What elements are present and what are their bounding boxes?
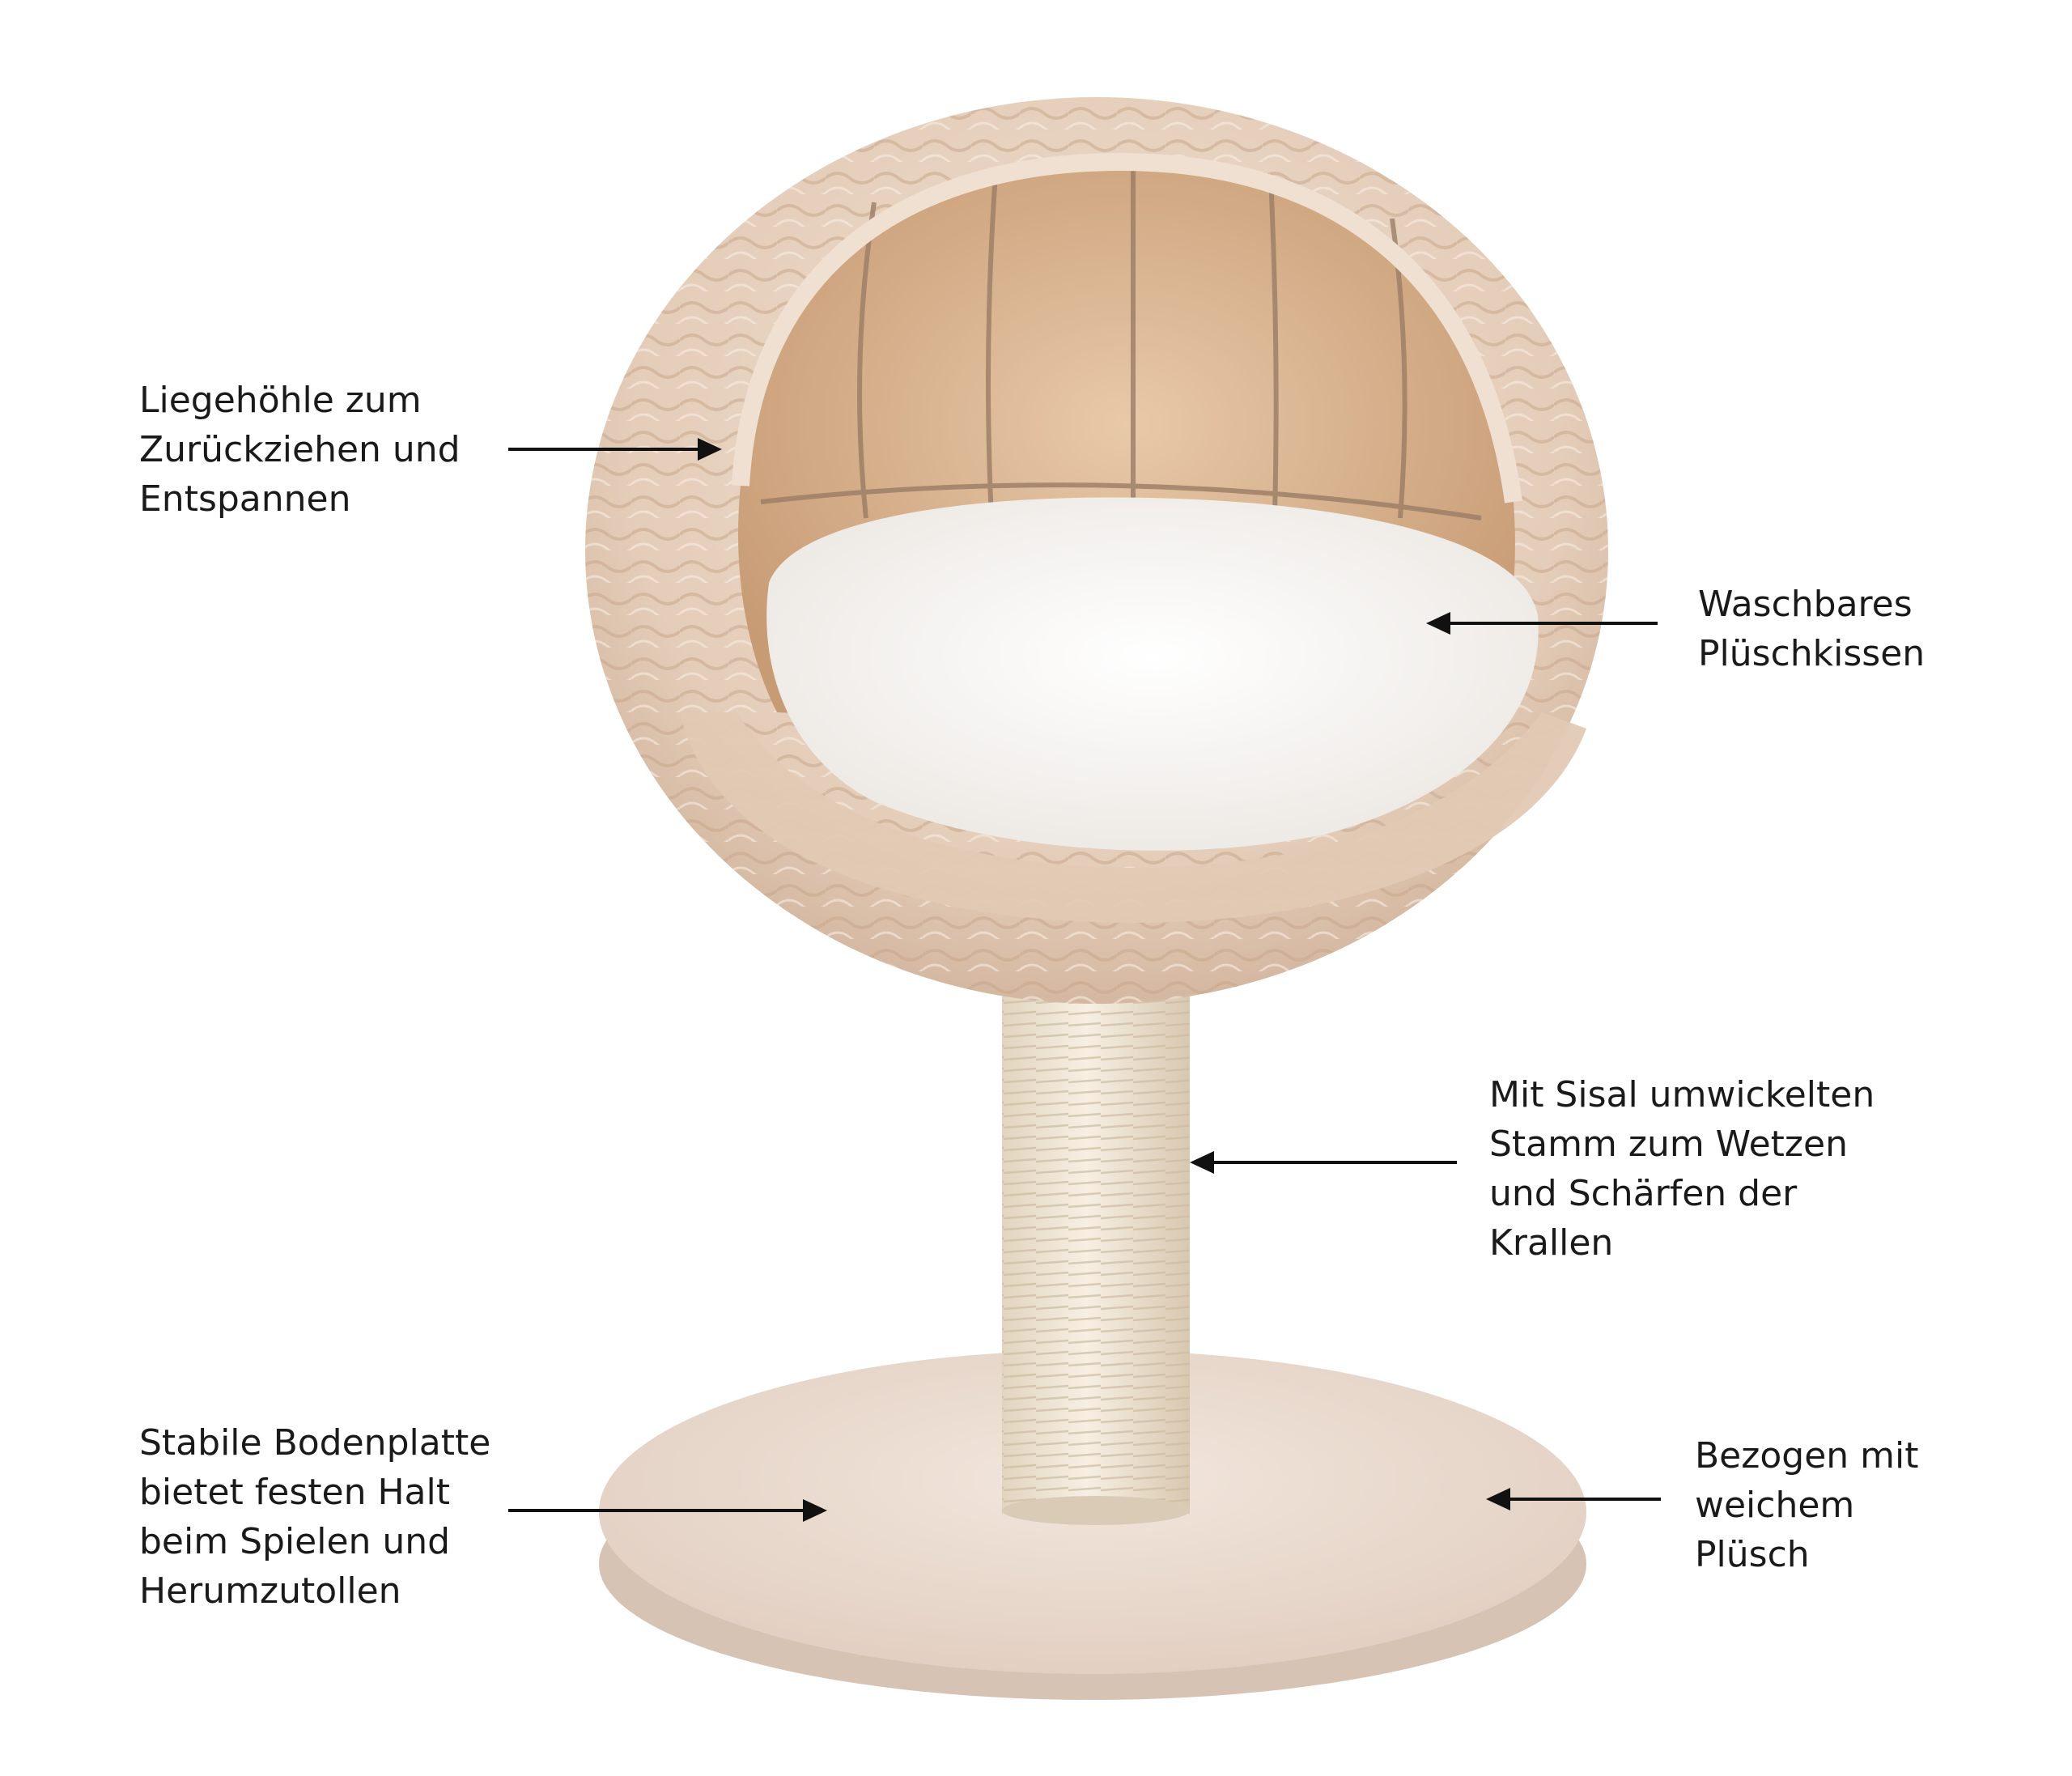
arrow-icon (1190, 1151, 1457, 1174)
annotation-line: Zurückziehen und (139, 429, 461, 470)
annotation-line: Plüschkissen (1698, 633, 1926, 674)
wicker-cave (585, 97, 1608, 1004)
annotation-line: bietet festen Halt (139, 1472, 450, 1513)
annotation-line: Herumzutollen (139, 1570, 401, 1612)
arrow-icon (1486, 1488, 1661, 1510)
annotation-line: Liegehöhle zum (139, 380, 422, 421)
annotation-line: Waschbares (1698, 584, 1913, 625)
annotation-line: beim Spielen und (139, 1521, 451, 1562)
arrow-icon (508, 1499, 827, 1522)
annotation-base-plate: Stabile Bodenplatte bietet festen Halt b… (139, 1418, 490, 1616)
annotation-plush-cover: Bezogen mit weichem Plüsch (1695, 1431, 1918, 1579)
annotation-line: und Schärfen der (1489, 1173, 1798, 1214)
annotation-line: Stamm zum Wetzen (1489, 1124, 1848, 1165)
arrow-icon (508, 438, 722, 461)
annotation-cushion: Waschbares Plüschkissen (1698, 580, 1925, 678)
annotation-line: Entspannen (139, 478, 351, 520)
annotation-line: Mit Sisal umwickelten (1489, 1074, 1875, 1115)
annotation-line: Plüsch (1695, 1534, 1810, 1575)
arrow-icon (1426, 612, 1658, 635)
annotation-line: Stabile Bodenplatte (139, 1422, 491, 1464)
annotation-line: Krallen (1489, 1222, 1614, 1264)
annotation-cave: Liegehöhle zum Zurückziehen und Entspann… (139, 376, 461, 524)
annotation-line: weichem (1695, 1485, 1855, 1526)
annotation-sisal-post: Mit Sisal umwickelten Stamm zum Wetzen u… (1489, 1070, 1875, 1268)
annotation-line: Bezogen mit (1695, 1435, 1919, 1476)
